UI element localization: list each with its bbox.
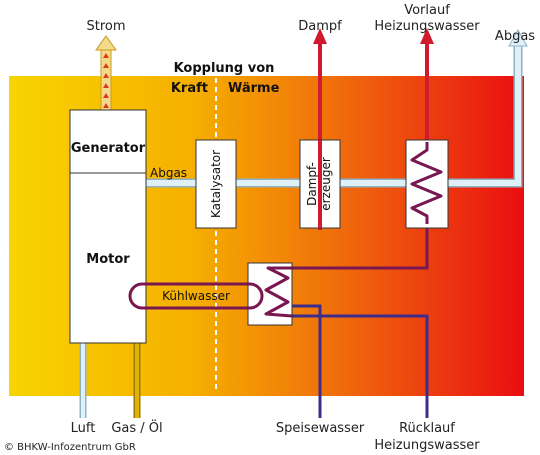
heating-water-link — [292, 224, 429, 270]
label-speisewasser: Speisewasser — [276, 421, 365, 436]
label-dampferzeuger-2: erzeuger — [319, 157, 333, 211]
label-luft: Luft — [71, 421, 96, 436]
electricity-arrow-icon — [95, 35, 117, 51]
label-generator: Generator — [71, 141, 146, 156]
label-abgas-out: Abgas — [495, 29, 535, 44]
steam-arrow-icon — [313, 28, 327, 44]
label-strom: Strom — [86, 19, 125, 34]
label-vorlauf-heizungswasser: Heizungswasser — [374, 19, 480, 34]
label-vorlauf: Vorlauf — [404, 3, 450, 18]
label-ruecklauf: Rücklauf — [399, 421, 455, 436]
cooling-water-loop — [128, 282, 264, 310]
cooling-exchanger-coil — [264, 266, 293, 318]
label-kuehlwasser: Kühlwasser — [162, 289, 230, 303]
label-dampferzeuger-1: Dampf- — [305, 162, 319, 206]
label-dampf: Dampf — [298, 19, 342, 34]
copyright-notice: © BHKW-Infozentrum GbR — [4, 442, 136, 453]
flow-arrow-icon — [420, 28, 434, 44]
label-motor: Motor — [86, 252, 130, 267]
title-waerme: Wärme — [228, 81, 280, 96]
exhaust-pipe — [146, 28, 528, 188]
exhaust-exchanger-coil — [410, 142, 443, 224]
title-kopplung: Kopplung von — [174, 61, 275, 76]
catalyst-box — [195, 139, 237, 229]
label-katalysator: Katalysator — [209, 150, 223, 218]
label-ruecklauf-heizungswasser: Heizungswasser — [374, 438, 480, 453]
flow-water-line — [420, 28, 434, 142]
label-abgas-inner: Abgas — [150, 166, 187, 180]
label-gas-oel: Gas / Öl — [111, 419, 162, 436]
title-kraft: Kraft — [171, 81, 208, 96]
exhaust-arrow-icon — [508, 28, 528, 47]
return-water-line — [292, 304, 429, 418]
